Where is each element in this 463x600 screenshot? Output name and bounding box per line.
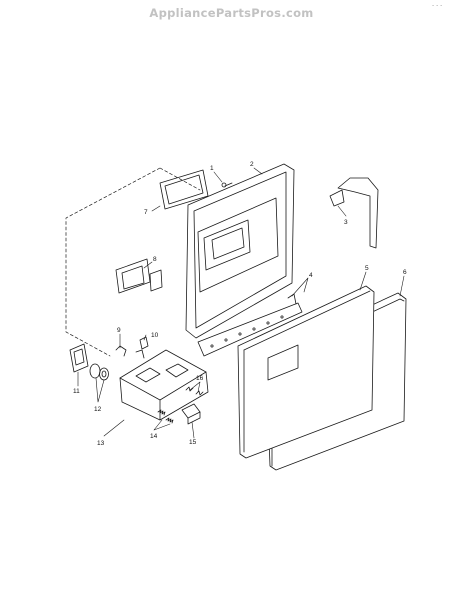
callout-7: 7 xyxy=(144,209,148,216)
springs xyxy=(157,409,174,424)
corner-mark: - - - xyxy=(432,2,443,9)
dashed-group-outline xyxy=(65,167,201,357)
callout-10: 10 xyxy=(151,332,159,339)
connector-part xyxy=(135,336,149,359)
callout-1: 1 xyxy=(210,165,214,172)
callout-6: 6 xyxy=(403,269,407,276)
callout-2: 2 xyxy=(250,161,254,168)
callout-labels: 1 2 3 4 5 6 7 8 9 10 11 12 13 14 15 16 xyxy=(73,161,407,447)
control-housing xyxy=(119,349,209,421)
callout-15: 15 xyxy=(189,439,197,446)
callout-4: 4 xyxy=(309,272,313,279)
callout-9: 9 xyxy=(117,327,121,334)
clip-part xyxy=(115,345,127,357)
callout-3: 3 xyxy=(344,219,348,226)
dispenser-cover xyxy=(115,258,163,294)
switch-block xyxy=(181,403,201,425)
small-screws xyxy=(185,386,204,396)
switch-bezel xyxy=(69,343,89,373)
dispenser-gasket xyxy=(159,169,209,210)
door-inner-panel xyxy=(237,285,375,459)
door-bracket xyxy=(329,177,379,249)
callout-5: 5 xyxy=(365,265,369,272)
callout-16: 16 xyxy=(196,375,204,382)
callout-13: 13 xyxy=(97,440,105,447)
callout-11: 11 xyxy=(73,388,80,395)
callout-8: 8 xyxy=(153,256,157,263)
site-watermark: AppliancePartsPros.com xyxy=(149,6,314,20)
callout-12: 12 xyxy=(94,406,102,413)
hinge-rail xyxy=(197,293,303,357)
leader-lines xyxy=(77,167,405,439)
seal-rings xyxy=(89,363,109,381)
inner-door-liner xyxy=(185,163,295,339)
screw-part xyxy=(221,182,233,188)
callout-14: 14 xyxy=(150,433,158,440)
